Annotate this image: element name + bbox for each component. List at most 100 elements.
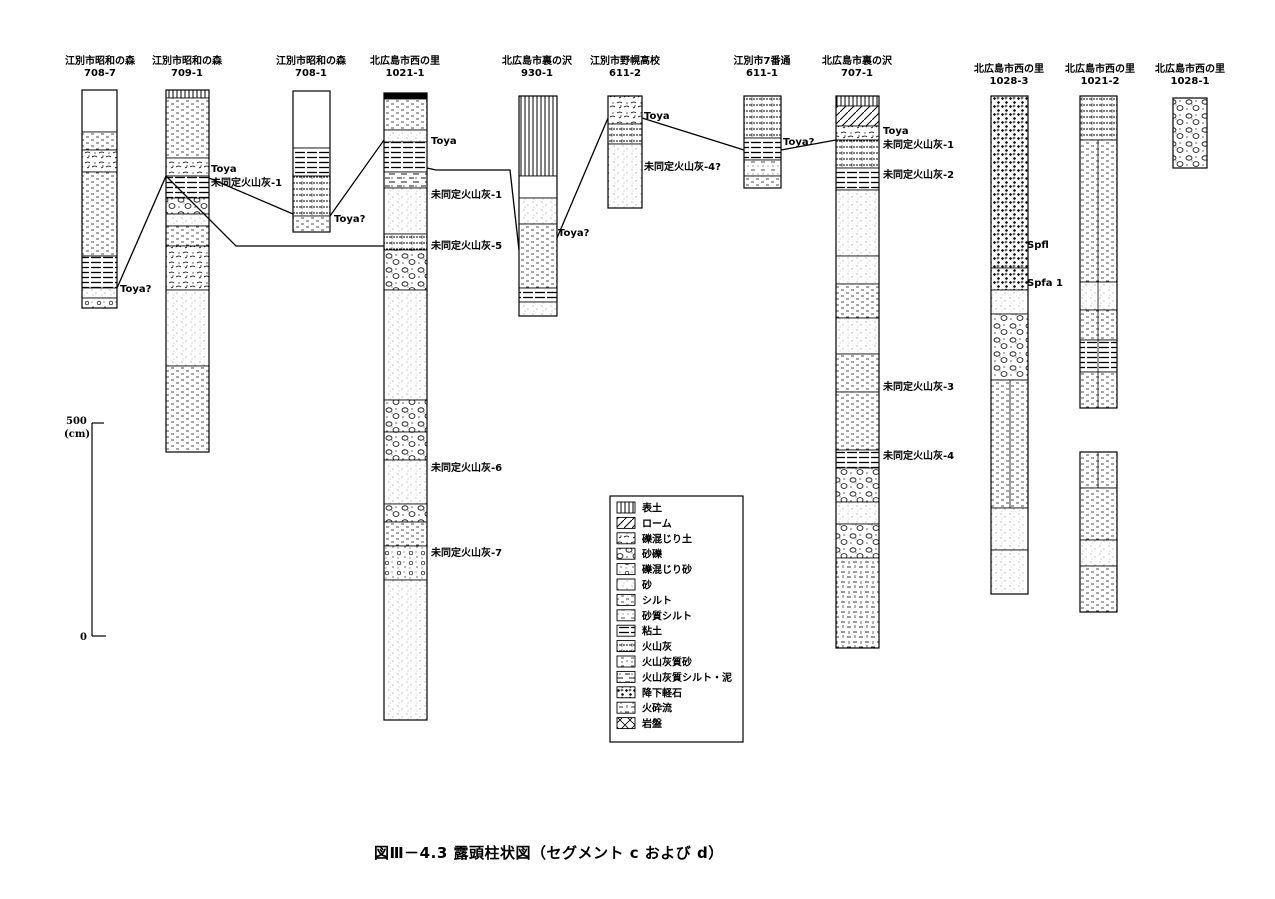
layer <box>383 233 428 251</box>
column-place: 北広島市西の里 <box>370 54 440 67</box>
layer <box>835 317 880 355</box>
layer <box>1172 97 1208 169</box>
legend-swatch-pyroclastic-flow <box>616 701 636 714</box>
layer <box>383 289 428 401</box>
layer <box>835 167 880 191</box>
layer-label-707-1-toya: Toya <box>883 126 909 137</box>
legend-swatch-silt <box>616 593 636 606</box>
layer <box>743 95 782 139</box>
legend-swatch-sandy-gravel <box>616 547 636 560</box>
legend-swatch-ashy-sand <box>616 655 636 668</box>
legend-swatch-pumice <box>616 686 636 699</box>
layer <box>383 92 428 100</box>
column-place: 北広島市西の里 <box>1155 62 1225 75</box>
correlation-line <box>208 177 294 215</box>
layer <box>990 549 1029 595</box>
layer <box>518 95 558 177</box>
layer <box>990 95 1029 269</box>
layer <box>383 399 428 433</box>
legend-label-silt: シルト <box>642 595 672 607</box>
layer <box>835 105 880 127</box>
column-1021-1 <box>383 92 428 721</box>
layer-label-1021-1-ash7: 未同定火山灰-7 <box>430 546 502 559</box>
layer <box>383 503 428 523</box>
column-frame <box>835 95 880 649</box>
column-611-1 <box>743 95 782 189</box>
column-frame <box>607 95 643 209</box>
column-number: 709-1 <box>171 68 203 79</box>
layer <box>1079 487 1118 541</box>
layer-label-1021-1-ash5: 未同定火山灰-5 <box>430 239 502 252</box>
columns <box>81 89 1208 721</box>
correlation-line <box>641 117 745 151</box>
layer-label-707-1-ash3: 未同定火山灰-3 <box>882 380 954 393</box>
legend-label-pyroclastic-flow: 火砕流 <box>642 702 672 715</box>
layer <box>81 297 118 309</box>
column-titles: 江別市昭和の森708-7江別市昭和の森709-1江別市昭和の森708-1北広島市… <box>65 54 1225 87</box>
layer <box>383 431 428 461</box>
layer <box>165 289 210 367</box>
layer <box>835 449 880 469</box>
layer <box>990 379 1029 509</box>
layer <box>1079 539 1118 567</box>
layer <box>81 149 118 173</box>
layer-label-930-1-toya: Toya? <box>558 228 590 239</box>
layer <box>607 123 643 145</box>
layer <box>165 213 210 227</box>
layer-label-709-1-toya: Toya <box>211 164 237 175</box>
layer <box>518 301 558 317</box>
layer <box>835 139 880 169</box>
legend: 表土ローム礫混じり土砂礫礫混じり砂砂シルト砂質シルト粘土火山灰火山灰質砂火山灰質… <box>609 495 744 743</box>
correlation-line <box>780 139 837 151</box>
layer <box>383 459 428 505</box>
legend-label-clay: 粘土 <box>642 625 662 638</box>
layer <box>835 255 880 285</box>
layer <box>1079 309 1118 341</box>
correlation-line <box>329 139 385 217</box>
column-number: 1028-1 <box>1171 76 1210 87</box>
column-place: 北広島市西の里 <box>1065 62 1135 75</box>
layer <box>383 187 428 235</box>
layer <box>383 129 428 143</box>
correlation-line <box>426 167 520 251</box>
legend-swatch-gravelly-soil <box>616 532 636 545</box>
layer <box>1079 371 1118 409</box>
layer-label-611-1-toya: Toya? <box>783 137 815 148</box>
scale-bar: 500 (cm) 0 <box>64 416 106 643</box>
layer-labels: Toya?Toya未同定火山灰-1Toya?Toya未同定火山灰-1未同定火山灰… <box>120 111 1063 559</box>
column-number: 611-1 <box>746 68 778 79</box>
column-frame <box>990 95 1029 595</box>
layer <box>165 245 210 291</box>
column-707-1 <box>835 95 880 649</box>
legend-label-ashy-sand: 火山灰質砂 <box>642 656 692 669</box>
layer <box>165 89 210 99</box>
layer <box>835 557 880 649</box>
layer <box>743 137 782 161</box>
column-number: 708-1 <box>295 68 327 79</box>
legend-label-ashy-silt: 火山灰質シルト・泥 <box>642 671 732 684</box>
column-frame <box>518 95 558 317</box>
scale-unit: (cm) <box>64 429 90 440</box>
legend-swatch-bedrock <box>616 717 636 730</box>
scale-bottom-value: 0 <box>80 632 87 643</box>
column-number: 930-1 <box>521 68 553 79</box>
layer-label-611-2-ash4: 未同定火山灰-4? <box>643 160 721 173</box>
column-number: 1021-2 <box>1081 76 1120 87</box>
legend-label-volcanic-ash: 火山灰 <box>642 640 672 653</box>
column-frame <box>743 95 782 189</box>
layer <box>743 175 782 189</box>
layer <box>383 545 428 581</box>
legend-label-pumice: 降下軽石 <box>642 686 682 699</box>
layer <box>81 287 118 299</box>
layer <box>607 95 643 125</box>
column-number: 708-7 <box>84 68 116 79</box>
column-frame <box>81 89 118 309</box>
layer <box>81 89 118 133</box>
correlation-lines <box>116 117 837 289</box>
layer <box>518 223 558 289</box>
layer <box>383 521 428 547</box>
column-frame <box>383 92 428 721</box>
column-930-1 <box>518 95 558 317</box>
legend-swatch-ashy-silt <box>616 670 636 683</box>
layer <box>518 197 558 225</box>
